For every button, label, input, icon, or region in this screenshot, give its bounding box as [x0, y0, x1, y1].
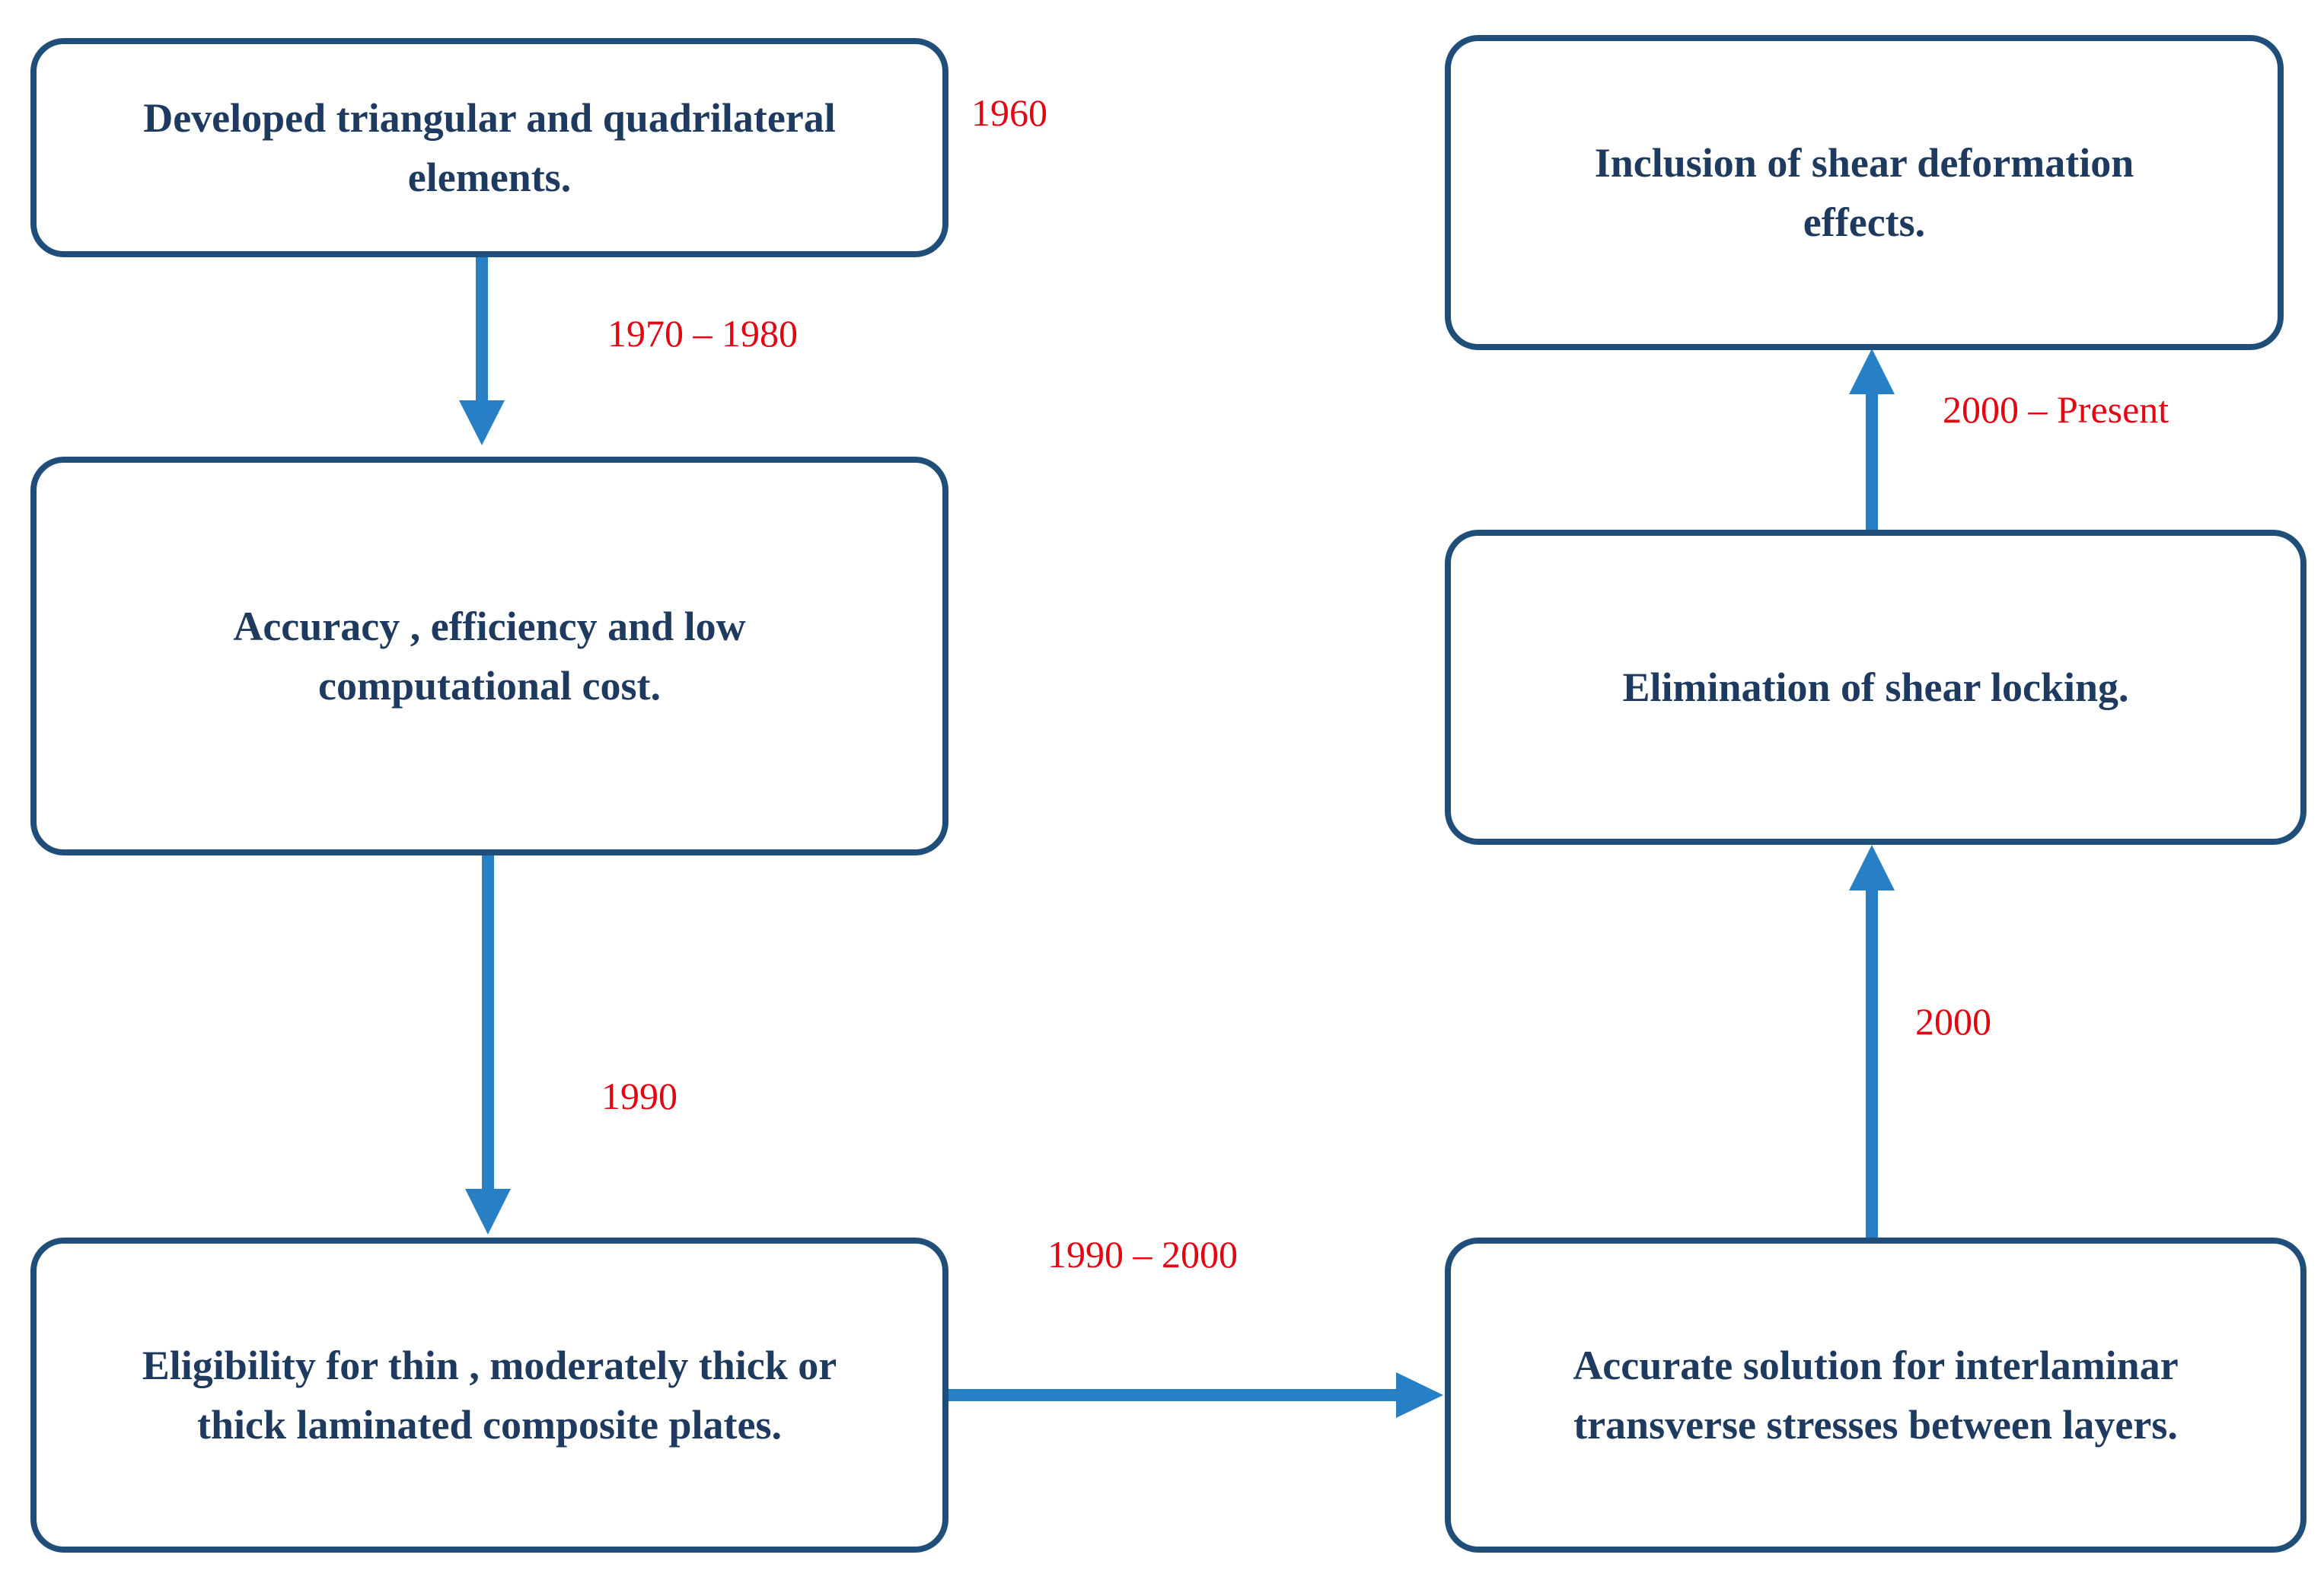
arrow-head-down-2: [465, 1189, 511, 1235]
period-label-2000: 2000: [1915, 1000, 1991, 1043]
node-line: transverse stresses between layers.: [1573, 1402, 2178, 1448]
node-shear-deformation: Inclusion of shear deformation effects.: [1445, 35, 2284, 350]
node-text: Accurate solution for interlaminar trans…: [1573, 1336, 2178, 1454]
node-text: Inclusion of shear deformation effects.: [1595, 133, 2134, 252]
node-text: Eligibility for thin , moderately thick …: [142, 1336, 837, 1454]
node-line: elements.: [407, 155, 572, 200]
arrow-head-right: [1396, 1372, 1443, 1418]
arrow-1980-to-1990: [482, 855, 494, 1190]
period-label-1990-2000: 1990 – 2000: [1047, 1233, 1238, 1276]
node-line: Accuracy , efficiency and low: [233, 604, 746, 649]
arrow-2000-to-locking: [1866, 889, 1878, 1238]
node-line: Developed triangular and quadrilateral: [143, 95, 836, 141]
node-line: Elimination of shear locking.: [1622, 664, 2129, 710]
node-text: Elimination of shear locking.: [1622, 658, 2128, 717]
node-line: effects.: [1803, 199, 1926, 245]
node-line: Eligibility for thin , moderately thick …: [142, 1343, 837, 1388]
arrow-locking-to-shear: [1866, 393, 1878, 531]
node-line: Accurate solution for interlaminar: [1573, 1343, 2179, 1388]
node-line: computational cost.: [318, 663, 661, 709]
arrow-head-up-1: [1849, 845, 1895, 890]
node-triangular-quadrilateral-elements: Developed triangular and quadrilateral e…: [30, 38, 948, 257]
period-label-1990: 1990: [601, 1075, 677, 1117]
period-label-1960: 1960: [971, 91, 1047, 134]
arrow-head-up-2: [1849, 349, 1895, 394]
arrow-1990-to-2000: [948, 1389, 1398, 1401]
arrow-head-down-1: [459, 400, 505, 445]
node-accuracy-efficiency: Accuracy , efficiency and low computatio…: [30, 457, 948, 855]
period-label-2000-present: 2000 – Present: [1943, 388, 2169, 431]
period-label-1970-1980: 1970 – 1980: [607, 312, 798, 355]
arrow-1960-to-1980: [476, 257, 488, 402]
node-line: Inclusion of shear deformation: [1594, 140, 2134, 186]
node-shear-locking: Elimination of shear locking.: [1445, 530, 2306, 845]
node-text: Accuracy , efficiency and low computatio…: [233, 597, 745, 715]
node-interlaminar-stresses: Accurate solution for interlaminar trans…: [1445, 1238, 2306, 1553]
node-text: Developed triangular and quadrilateral e…: [143, 88, 836, 207]
node-line: thick laminated composite plates.: [197, 1402, 782, 1448]
node-plate-eligibility: Eligibility for thin , moderately thick …: [30, 1238, 948, 1553]
